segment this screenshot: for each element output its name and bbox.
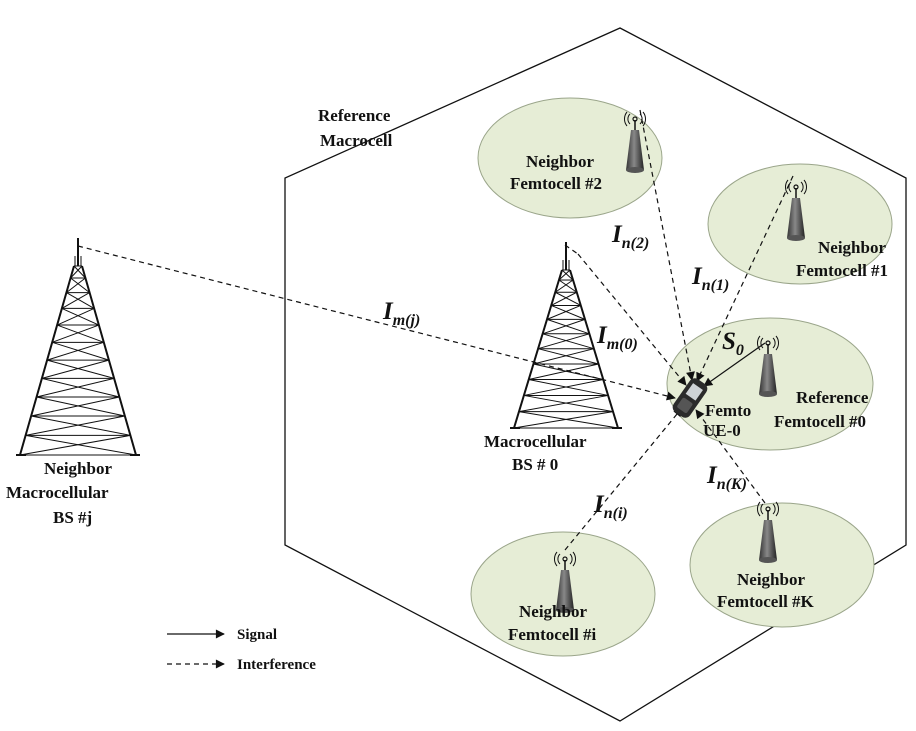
link-in-k bbox=[695, 409, 766, 504]
femtocell-neighbor-i-label: Neighbor Femtocell #i bbox=[508, 602, 597, 644]
femtocell-neighbor-2-area bbox=[477, 97, 663, 219]
reference-macrocell-hexagon bbox=[284, 27, 907, 722]
legend-interference-label: Interference bbox=[237, 657, 316, 673]
femto-ue-phone-icon bbox=[672, 378, 708, 418]
link-label-im-0: Im(0) bbox=[596, 322, 638, 353]
link-in-i bbox=[564, 407, 683, 551]
link-im-j bbox=[77, 245, 676, 401]
femtocell-neighbor-k-area bbox=[689, 502, 875, 628]
link-label-in-1: In(1) bbox=[691, 263, 729, 294]
link-label-s-0: S0 bbox=[722, 328, 744, 359]
femtocell-neighbor-k-label: Neighbor Femtocell #K bbox=[717, 570, 815, 611]
femtocell-neighbor-1-label: Neighbor Femtocell #1 bbox=[796, 238, 890, 280]
link-im-0-upper bbox=[564, 244, 579, 255]
link-in-2 bbox=[639, 109, 695, 381]
femtocell-reference-0-label: Reference Femtocell #0 bbox=[774, 388, 873, 431]
links bbox=[77, 109, 794, 551]
reference-macrocell-label: Reference Macrocell bbox=[318, 106, 395, 150]
link-label-in-2: In(2) bbox=[611, 221, 649, 252]
macro-bs0-tower-icon bbox=[510, 242, 622, 429]
femto-ue-label: Femto UE-0 bbox=[703, 401, 756, 440]
legend-signal-label: Signal bbox=[237, 627, 277, 643]
femtocell-neighbor-2-label: Neighbor Femtocell #2 bbox=[510, 152, 602, 193]
link-label-in-i: In(i) bbox=[593, 491, 628, 522]
link-s-0 bbox=[703, 342, 766, 387]
legend: Signal Interference bbox=[167, 627, 316, 673]
macro-bs0-label: Macrocellular BS # 0 bbox=[484, 432, 591, 474]
link-in-1 bbox=[696, 175, 794, 382]
neighbor-macro-tower-icon bbox=[16, 238, 140, 456]
link-label-im-j: Im(j) bbox=[382, 298, 420, 329]
neighbor-macro-label: Neighbor Macrocellular BS #j bbox=[6, 459, 116, 527]
link-label-in-k: In(K) bbox=[706, 462, 747, 493]
link-im-0 bbox=[577, 253, 687, 386]
